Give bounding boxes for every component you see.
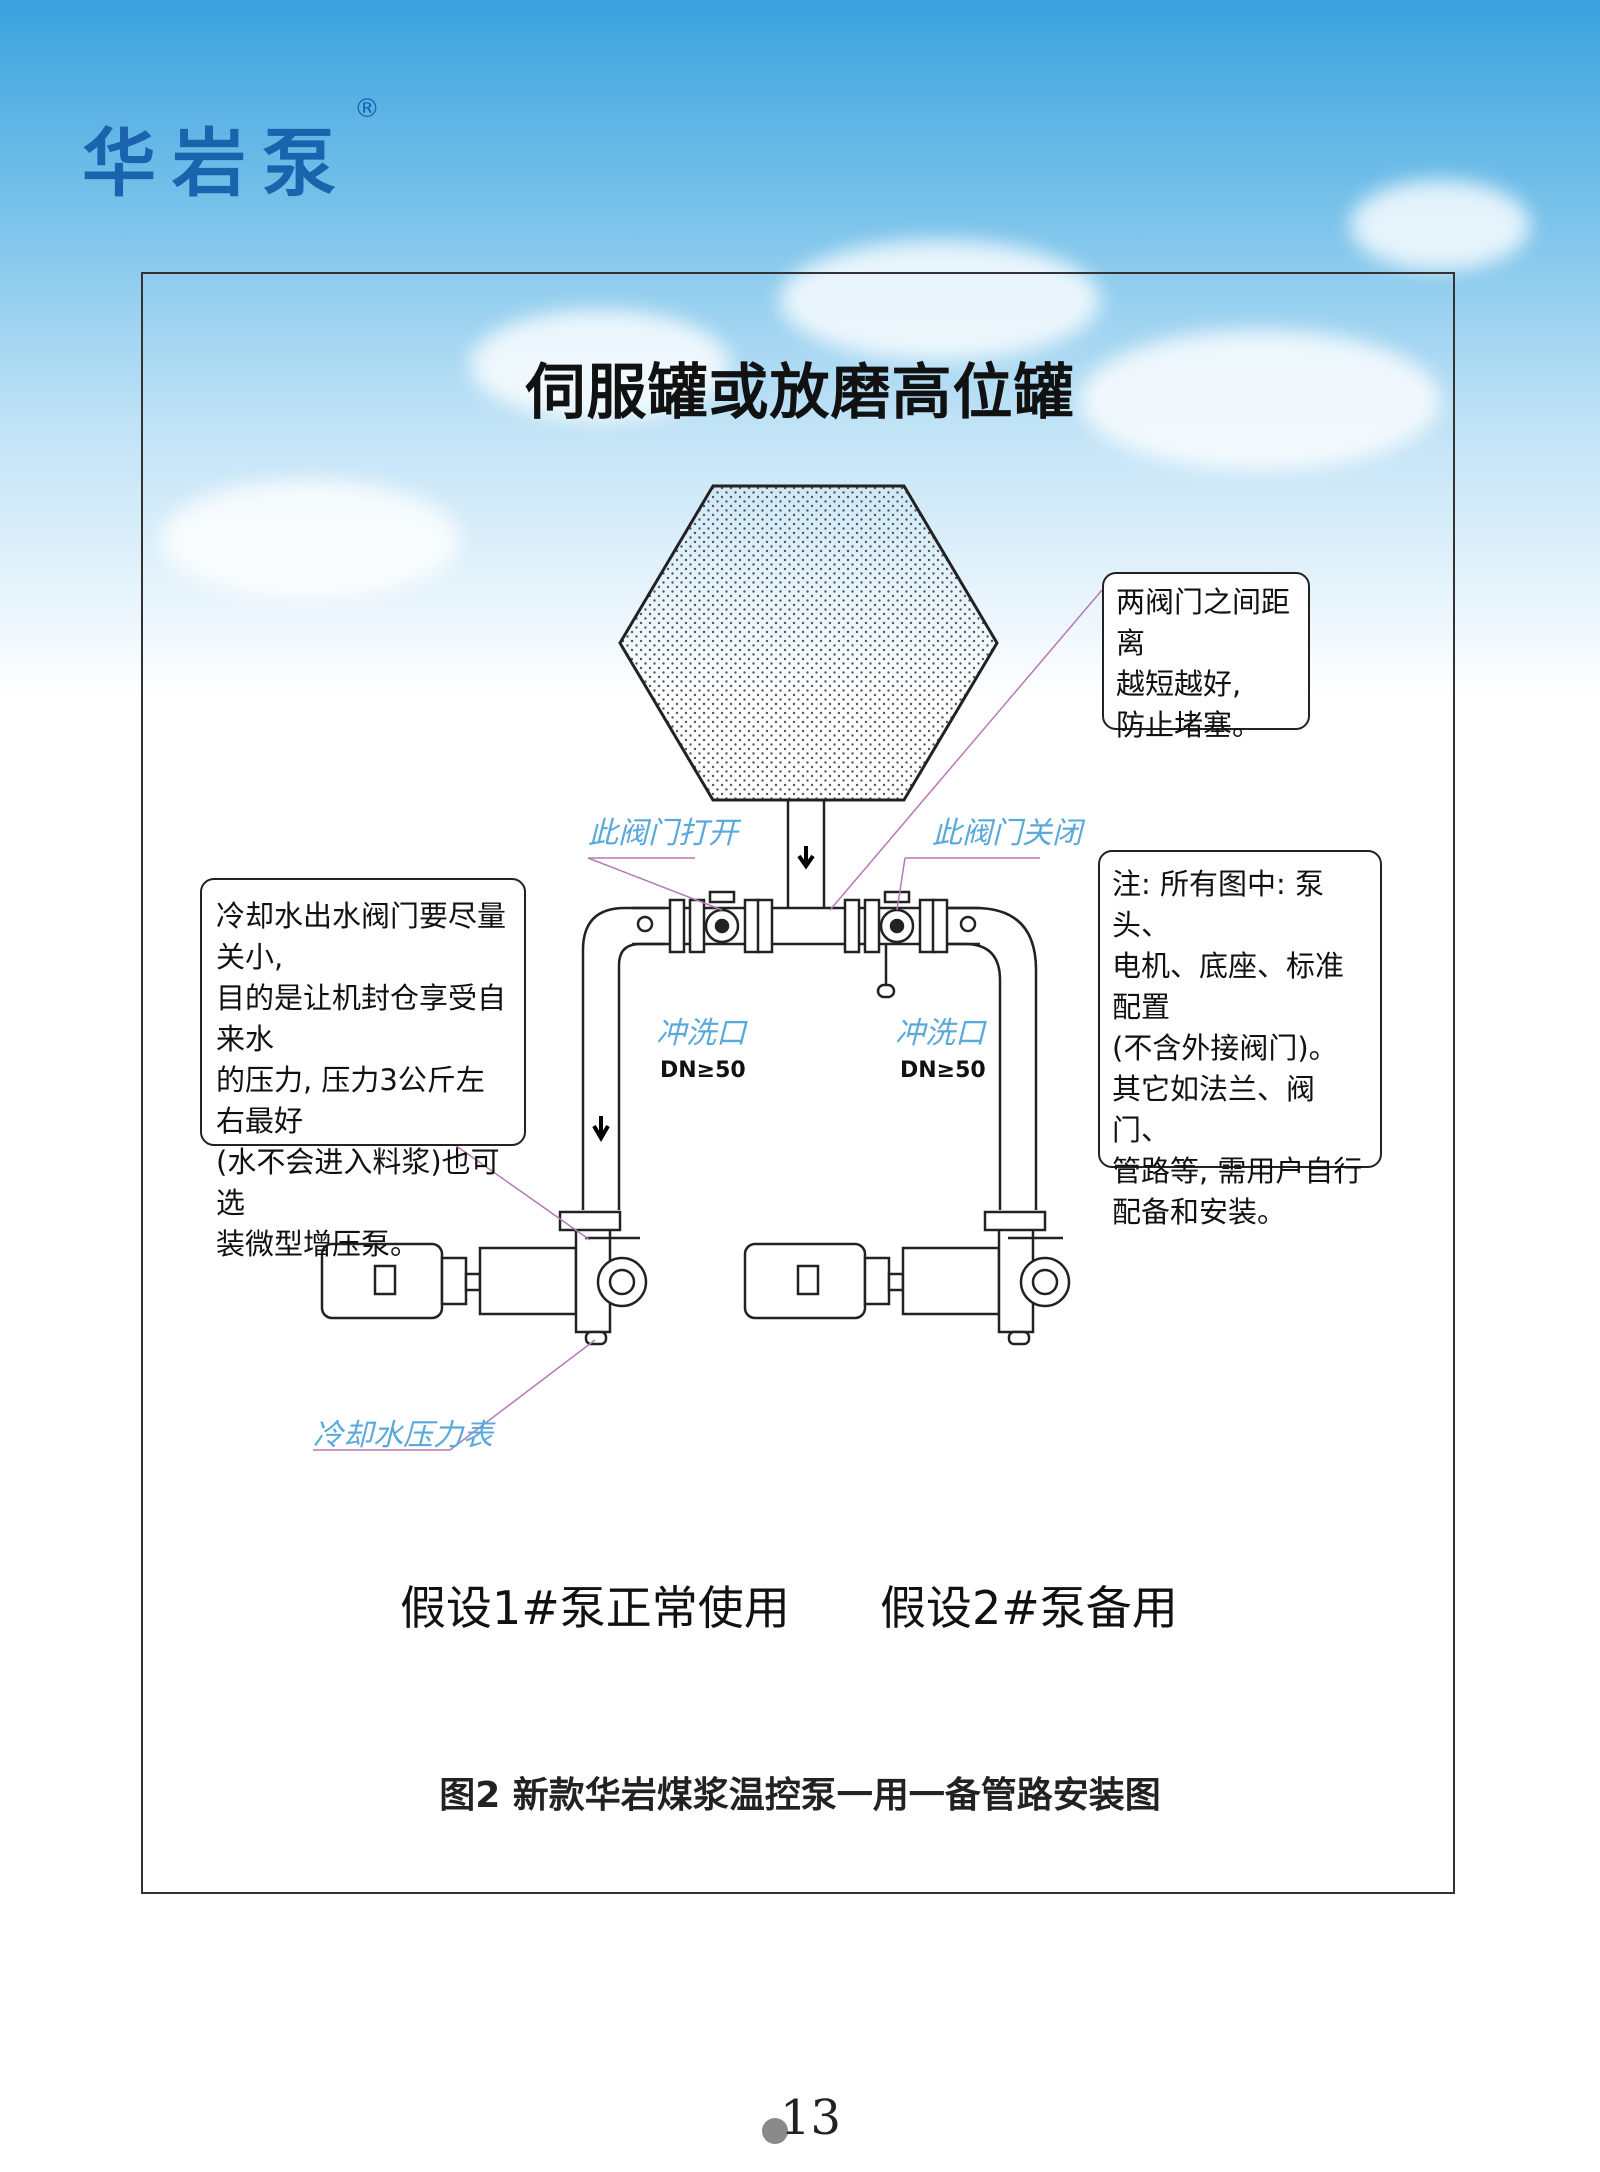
registered-mark: ® <box>354 94 380 124</box>
brand-logo: 华岩泵 ® <box>82 94 380 211</box>
down-arrow-icon <box>592 1116 610 1142</box>
label-valve-closed: 此阀门关闭 <box>932 816 1082 851</box>
cloud <box>470 310 730 420</box>
leader-lines <box>313 589 1103 1451</box>
left-valve-open <box>668 890 774 954</box>
left-branch-pipe <box>581 906 665 1210</box>
pump-2 <box>743 1210 1071 1346</box>
label-flush-left: 冲洗口 <box>656 1016 746 1051</box>
cloud <box>1350 180 1530 270</box>
tank-outlet-pipe <box>786 800 826 908</box>
flush-port-left <box>636 915 654 933</box>
assumption-pump-1: 假设1#泵正常使用 <box>400 1581 790 1635</box>
label-flush-right: 冲洗口 <box>895 1016 985 1051</box>
diagram-frame <box>141 272 1455 1894</box>
down-arrow-icon <box>797 846 815 870</box>
cloud <box>1080 330 1440 470</box>
tank-hexagon <box>618 484 999 802</box>
page-number: 13 <box>780 2090 842 2146</box>
cloud <box>160 480 460 600</box>
note-valve-distance: 两阀门之间距离 越短越好, 防止堵塞。 <box>1102 572 1310 742</box>
assumption-pump-2: 假设2#泵备用 <box>880 1581 1178 1635</box>
diagram-title: 伺服罐或放磨高位罐 <box>525 358 1075 428</box>
right-valve-closed <box>843 890 949 999</box>
label-dn-left: DN≥50 <box>660 1058 746 1083</box>
note-all-diagrams: 注: 所有图中: 泵头、 电机、底座、标准配置 (不含外接阀门)。 其它如法兰、… <box>1098 850 1382 1229</box>
brand-name: 华岩泵 <box>82 121 352 207</box>
label-dn-right: DN≥50 <box>900 1058 986 1083</box>
cloud <box>780 240 1100 360</box>
right-branch-pipe <box>940 906 1038 1210</box>
figure-caption: 图2 新款华岩煤浆温控泵一用一备管路安装图 <box>439 1775 1161 1816</box>
pump-1 <box>320 1210 648 1346</box>
flush-port-right <box>959 915 977 933</box>
label-valve-open: 此阀门打开 <box>588 816 738 851</box>
note-cooling-water: 冷却水出水阀门要尽量关小, 目的是让机封仓享受自来水 的压力, 压力3公斤左右最… <box>200 878 526 1261</box>
label-pressure-gauge: 冷却水压力表 <box>313 1418 493 1453</box>
page-dot-icon <box>762 2118 788 2144</box>
